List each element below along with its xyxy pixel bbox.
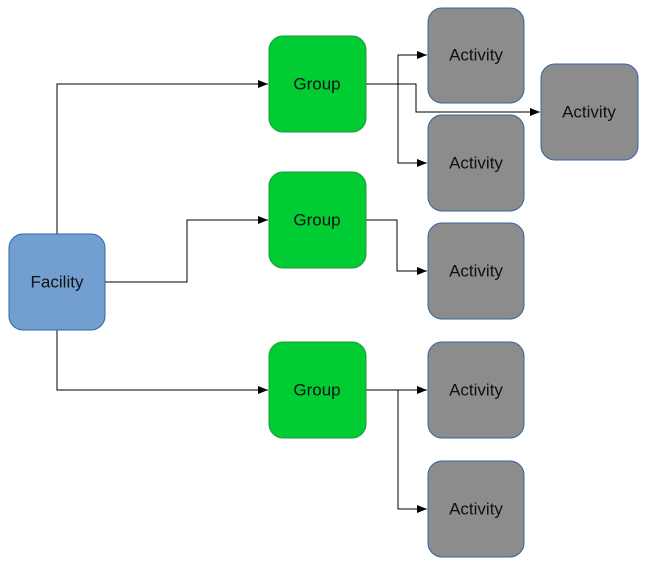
facility-label: Facility [31, 273, 84, 292]
connector-group-1-activity-2 [366, 83, 427, 167]
connector-group-1-activity-3 [366, 83, 540, 116]
connector-group-2-activity-4 [366, 219, 427, 275]
group-box-2 [268, 171, 367, 269]
activity-node-5[interactable]: Activity [427, 341, 525, 439]
group-node-2[interactable]: Group [268, 171, 367, 269]
activity-box-4 [427, 222, 525, 320]
group-label-2: Group [293, 211, 340, 230]
connector-group-3-activity-6 [366, 389, 427, 513]
facility-node[interactable]: Facility [8, 233, 106, 331]
activity-node-1[interactable]: Activity [427, 7, 525, 104]
activity-node-3[interactable]: Activity [540, 63, 639, 161]
activity-node-4[interactable]: Activity [427, 222, 525, 320]
group-label-1: Group [293, 75, 340, 94]
activity-box-2 [427, 114, 525, 212]
activity-node-6[interactable]: Activity [427, 460, 525, 558]
connector-facility-group-2 [105, 216, 268, 283]
activity-label-5: Activity [449, 381, 503, 400]
activity-box-3 [540, 63, 639, 161]
group-node-3[interactable]: Group [268, 341, 367, 439]
activity-label-3: Activity [562, 103, 616, 122]
activity-box-5 [427, 341, 525, 439]
group-box-1 [268, 35, 367, 133]
connectors [56, 51, 540, 513]
activity-label-6: Activity [449, 500, 503, 519]
activity-label-4: Activity [449, 262, 503, 281]
facility-box [8, 233, 106, 331]
activity-label-1: Activity [449, 46, 503, 65]
activity-box-6 [427, 460, 525, 558]
activity-box-1 [427, 7, 525, 104]
connector-facility-group-3 [56, 330, 268, 394]
group-box-3 [268, 341, 367, 439]
connector-group-1-activity-1 [366, 51, 427, 85]
group-node-1[interactable]: Group [268, 35, 367, 133]
connector-facility-group-1 [56, 80, 268, 234]
activity-label-2: Activity [449, 154, 503, 173]
group-label-3: Group [293, 381, 340, 400]
activity-node-2[interactable]: Activity [427, 114, 525, 212]
